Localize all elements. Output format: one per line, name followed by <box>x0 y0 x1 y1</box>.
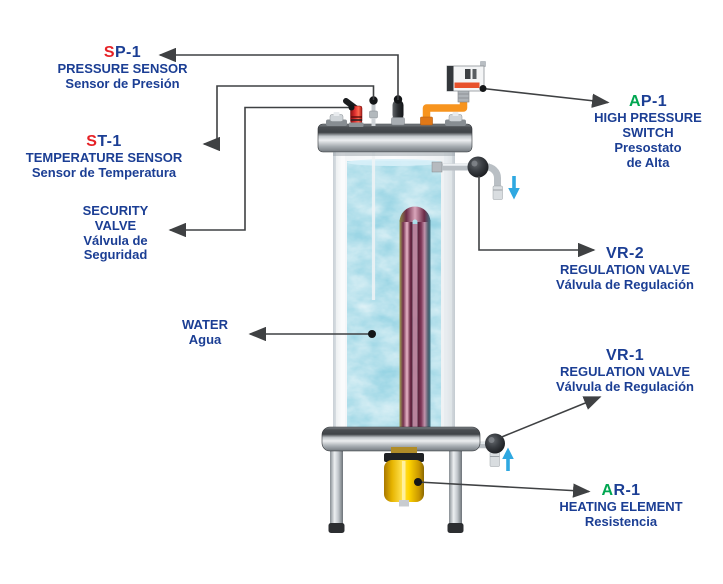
label-vr1: VR-1 REGULATION VALVE Válvula de Regulac… <box>550 347 700 395</box>
label-vr2-es: Válvula de Regulación <box>556 277 694 293</box>
leader-line-ap1 <box>482 87 610 108</box>
label-vr1-code: VR-1 <box>605 347 645 364</box>
label-vr2-en: REGULATION VALVE <box>560 262 690 278</box>
label-st1-code: ST-1 <box>86 133 122 150</box>
label-security-es2: Seguridad <box>83 247 148 263</box>
label-security-en1: SECURITY <box>82 203 149 218</box>
lid-bolt-right <box>445 112 466 126</box>
leader-line-vr2 <box>478 176 596 258</box>
label-sp1: SP-1 PRESSURE SENSOR Sensor de Presión <box>25 44 220 92</box>
label-ar1: AR-1 HEATING ELEMENT Resistencia <box>551 482 691 530</box>
label-water-en: WATER <box>182 317 228 332</box>
label-sp1-code: SP-1 <box>103 44 142 61</box>
orange-pipe-fitting <box>420 116 433 126</box>
heater-collar <box>384 453 424 462</box>
water-surface <box>347 159 441 166</box>
pressure-vessel <box>333 147 455 428</box>
label-security-en2: VALVE <box>94 217 137 233</box>
leader-lines <box>158 47 610 498</box>
switch-slot <box>465 69 471 79</box>
vr2-nozzle <box>492 185 503 200</box>
label-ap1-en2: SWITCH <box>622 125 674 141</box>
heater-nipple <box>399 500 409 507</box>
foot-right <box>447 523 464 533</box>
pressure-sensor-probe <box>391 95 405 126</box>
label-vr1-en: REGULATION VALVE <box>560 364 690 380</box>
regulation-valve-vr1-device <box>485 433 505 467</box>
label-security-es1: Válvula de <box>83 232 148 248</box>
label-st1: ST-1 TEMPERATURE SENSOR Sensor de Temper… <box>4 133 204 181</box>
foot-left <box>328 523 345 533</box>
label-sp1-es: Sensor de Presión <box>65 76 180 92</box>
flow-arrow-up <box>502 447 514 471</box>
lid-bolt-left <box>326 112 347 126</box>
flow-arrow-down <box>508 176 520 200</box>
heating-element-tube <box>399 206 431 428</box>
support-legs <box>328 448 464 533</box>
leg-left <box>330 448 343 526</box>
vr2-knob <box>467 156 489 178</box>
label-water: WATER Agua <box>155 317 255 348</box>
vessel-lid <box>317 123 473 156</box>
glass-shade <box>444 150 452 428</box>
switch-red-stripe <box>454 82 480 88</box>
leader-line-st1 <box>202 85 375 152</box>
leader-line-ar1 <box>417 481 591 498</box>
security-valve-device <box>343 98 364 127</box>
label-st1-en: TEMPERATURE SENSOR <box>25 150 183 166</box>
label-ap1-es2: de Alta <box>626 154 670 170</box>
regulation-valve-vr2-device <box>431 156 503 200</box>
label-ap1-code: AP-1 <box>628 93 668 110</box>
high-pressure-switch-device <box>420 61 486 126</box>
label-vr2-code: VR-2 <box>605 245 645 262</box>
label-water-es: Agua <box>188 331 222 347</box>
glass-highlight <box>336 150 345 428</box>
switch-slot <box>472 69 477 79</box>
label-ap1: AP-1 HIGH PRESSURE SWITCH Presostato de … <box>588 93 708 170</box>
label-ar1-code: AR-1 <box>601 482 641 499</box>
heater-brass-fitting <box>391 447 417 455</box>
temperature-sensor-probe <box>369 96 378 126</box>
label-ar1-es: Resistencia <box>584 514 658 530</box>
label-security-valve: SECURITY VALVE Válvula de Seguridad <box>58 203 173 263</box>
label-ap1-en1: HIGH PRESSURE <box>594 110 702 126</box>
leader-line-vr1 <box>500 396 602 439</box>
leg-right <box>449 448 462 526</box>
label-sp1-en: PRESSURE SENSOR <box>57 61 188 77</box>
heater-device <box>384 447 424 507</box>
label-ar1-en: HEATING ELEMENT <box>559 499 683 515</box>
leader-line-sp1 <box>158 47 399 100</box>
vr1-nozzle <box>489 451 500 467</box>
label-vr2: VR-2 REGULATION VALVE Válvula de Regulac… <box>551 245 699 293</box>
label-st1-es: Sensor de Temperatura <box>31 165 177 181</box>
leader-line-security-valve <box>168 106 351 238</box>
switch-fitting <box>457 90 470 103</box>
label-vr1-es: Válvula de Regulación <box>556 379 694 395</box>
orange-pipe <box>422 100 468 121</box>
label-ap1-es1: Presostato <box>614 139 682 155</box>
leader-dots <box>348 85 487 486</box>
